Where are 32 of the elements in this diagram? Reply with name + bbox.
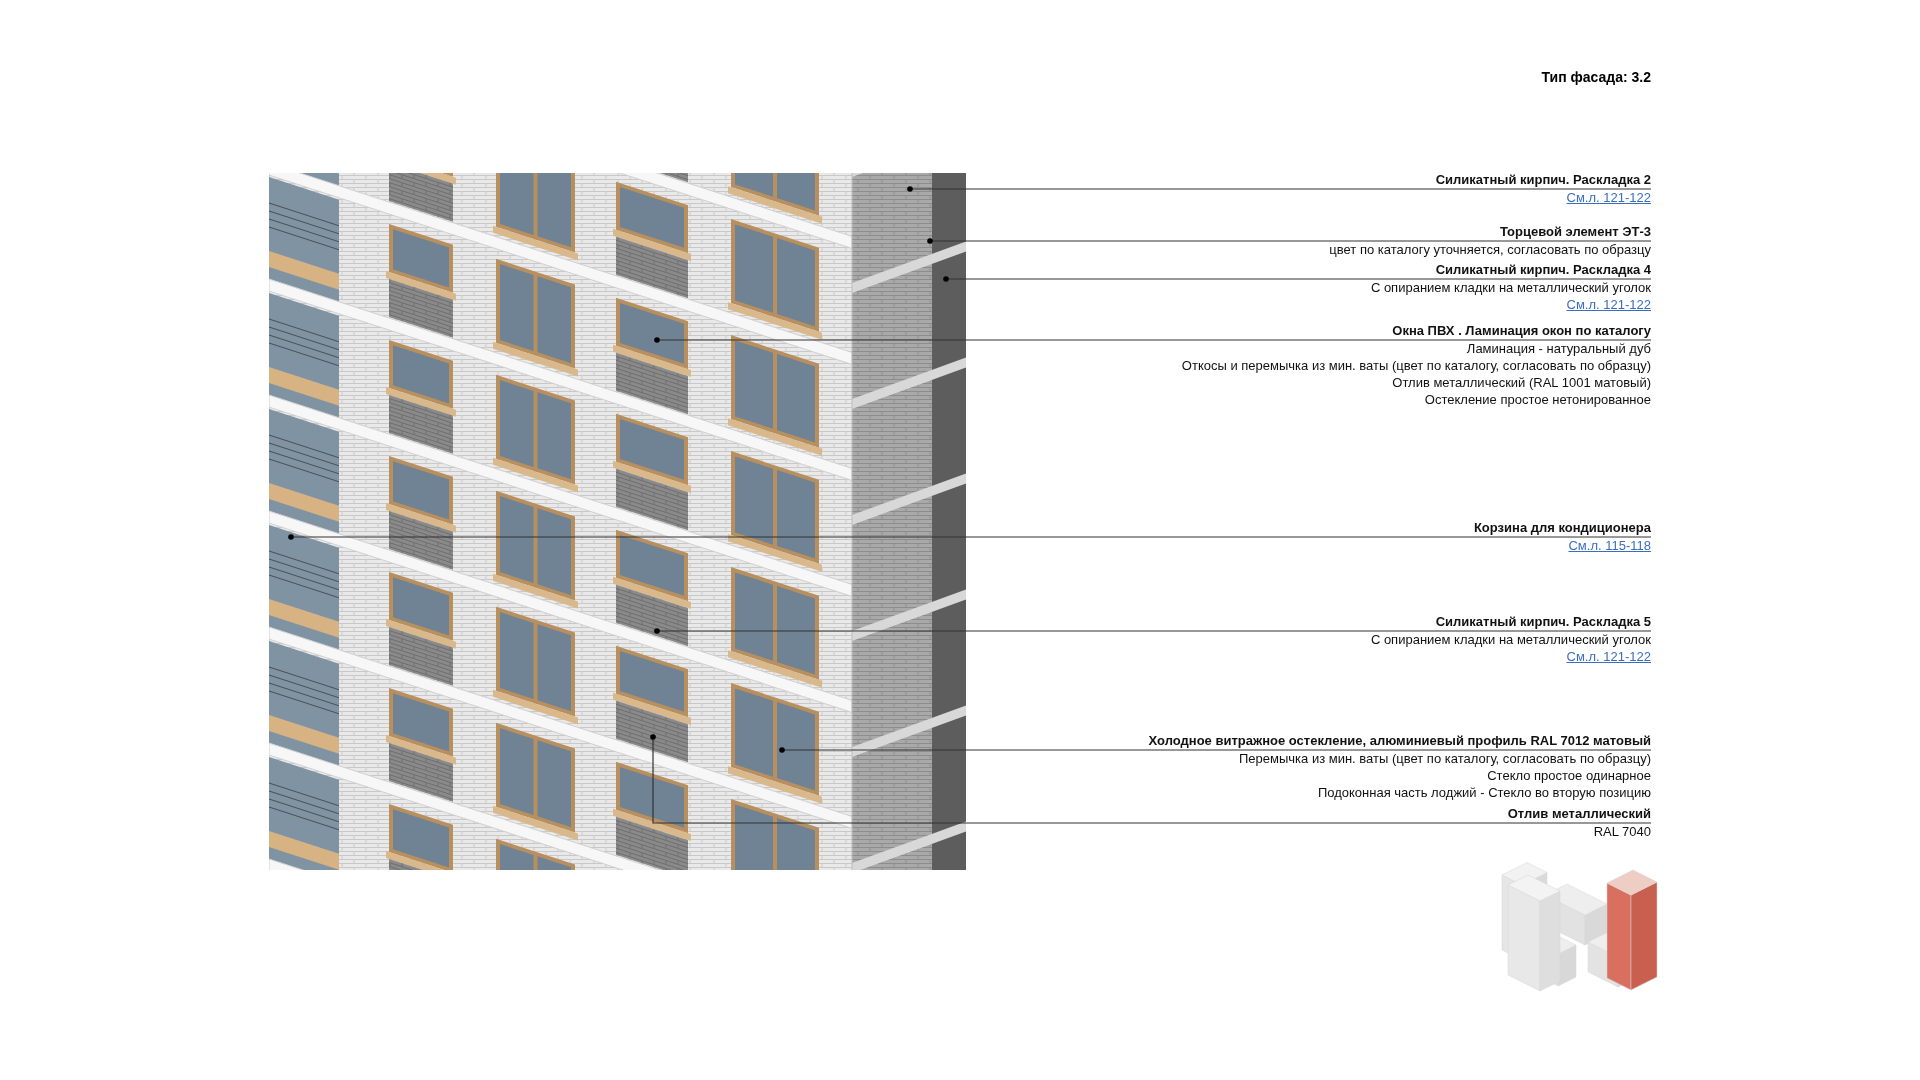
callout-note: Остекление простое нетонированное [1423, 391, 1651, 408]
leader-line [654, 337, 1652, 343]
callout-note: Ламинация - натуральный дуб [1465, 340, 1651, 357]
callout-note: Откосы и перемычка из мин. ваты (цвет по каталогу, согласовать по образцу) [1180, 357, 1651, 374]
callout-heading: Окна ПВХ . Ламинация окон по каталогу [1391, 322, 1651, 340]
callout-heading: Холодное витражное остекление, алюминиевый профиль RAL 7012 матовый [1147, 732, 1651, 750]
callout-heading: Силикатный кирпич. Раскладка 2 [1434, 171, 1651, 189]
callout-heading: Торцевой элемент ЭТ-3 [1498, 223, 1651, 241]
callout-heading: Силикатный кирпич. Раскладка 4 [1434, 261, 1651, 279]
sheet-reference-link: См.л. 121-122 [1566, 648, 1651, 665]
leader-line [779, 747, 1652, 753]
callout-heading: Силикатный кирпич. Раскладка 5 [1434, 613, 1651, 631]
callout-note: Отлив металлический (RAL 1001 матовый) [1391, 374, 1651, 391]
callout-note: Подоконная часть лоджий - Стекло во вторую позицию [1316, 784, 1651, 801]
leader-line [288, 534, 1652, 540]
callout-note: Стекло простое одинарное [1486, 767, 1651, 784]
callout-note: С опиранием кладки на металлический уголок [1369, 631, 1651, 648]
callout-heading: Корзина для кондиционера [1472, 519, 1651, 537]
leader-line [650, 734, 1652, 824]
sheet-reference-link: См.л. 121-122 [1566, 189, 1651, 206]
callout-note: RAL 7040 [1592, 823, 1651, 840]
callout-note: С опиранием кладки на металлический уголок [1369, 279, 1651, 296]
callout-note: цвет по каталогу уточняется, согласовать по образцу [1328, 241, 1651, 258]
leader-line [654, 628, 1652, 634]
sheet-reference-link: См.л. 121-122 [1566, 296, 1651, 313]
leader-line [907, 186, 1652, 192]
leader-line [927, 238, 1652, 244]
facade-type-title: Тип фасада: 3.2 [1541, 69, 1651, 85]
callout-note: Перемычка из мин. ваты (цвет по каталогу, согласовать по образцу) [1238, 750, 1651, 767]
callout-heading: Отлив металлический [1506, 805, 1651, 823]
leader-line [943, 276, 1652, 282]
sheet-reference-link: См.л. 115-118 [1568, 537, 1651, 554]
